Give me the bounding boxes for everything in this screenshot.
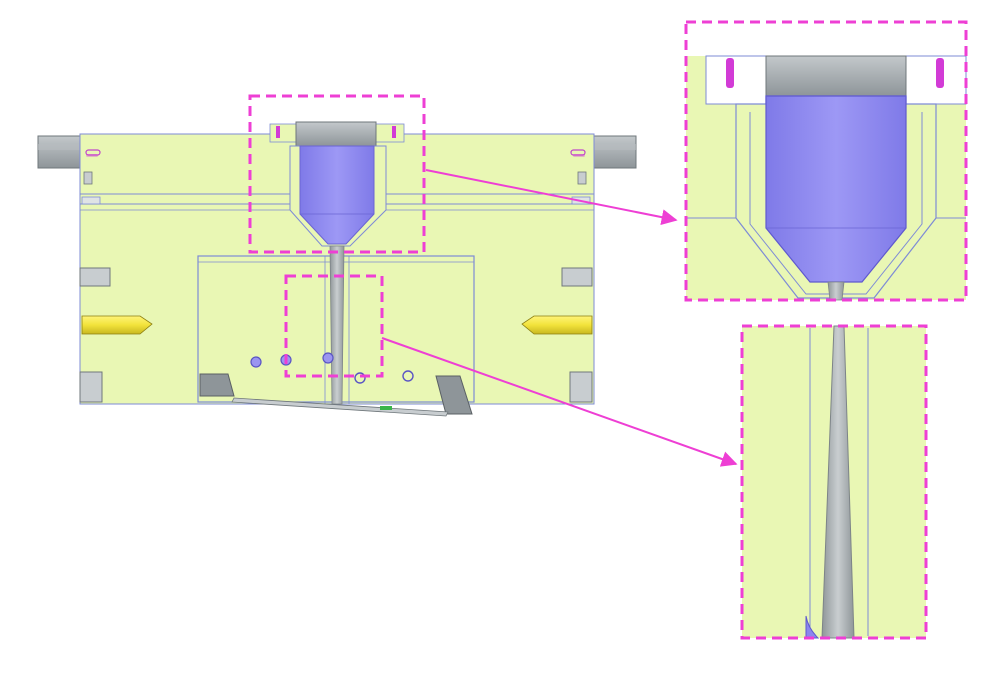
zoom-sprue-channel bbox=[740, 324, 928, 640]
right-side-blocks bbox=[561, 267, 593, 403]
right-yellow-pin bbox=[521, 315, 593, 335]
sprue-channel-callout bbox=[284, 274, 384, 378]
left-side-blocks bbox=[79, 267, 111, 403]
callout-arrow-bottom bbox=[381, 337, 738, 467]
main-cross-section bbox=[37, 94, 738, 467]
right-guide-block bbox=[591, 135, 637, 169]
left-guide-block bbox=[37, 135, 83, 169]
sprue-bushing-callout bbox=[248, 94, 426, 254]
left-yellow-pin bbox=[81, 315, 153, 335]
callout-arrow-top bbox=[425, 169, 678, 226]
sprue-bushing bbox=[269, 121, 405, 247]
bottom-lifter bbox=[199, 373, 473, 417]
zoom-sprue-bushing bbox=[684, 20, 968, 302]
top-plate-details bbox=[81, 149, 591, 205]
sprue-channel bbox=[324, 245, 350, 405]
